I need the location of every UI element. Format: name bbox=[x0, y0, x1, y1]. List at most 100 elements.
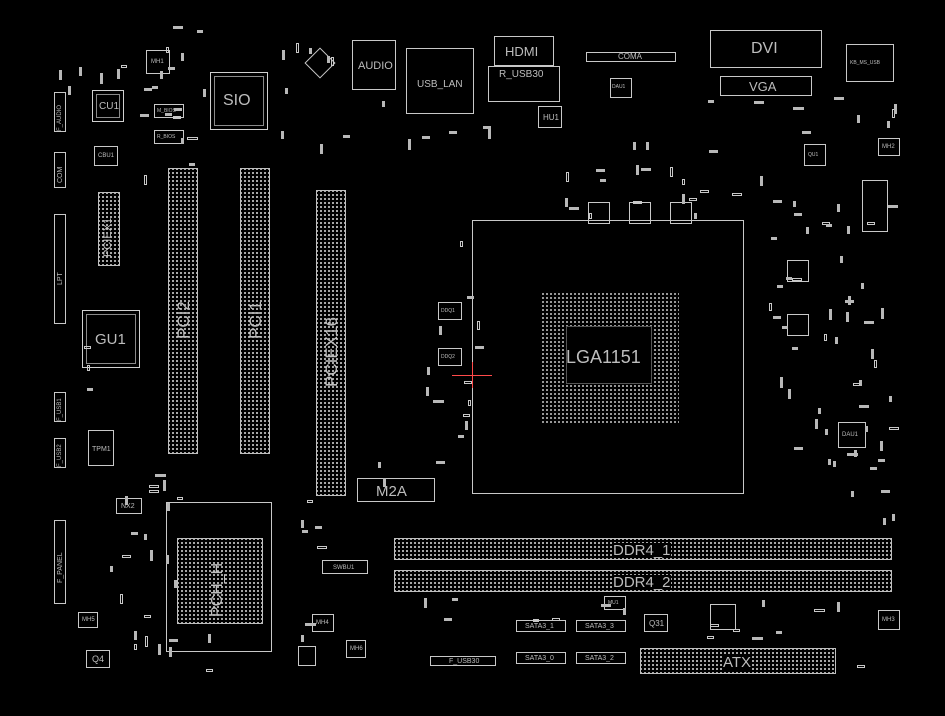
smd-pad bbox=[468, 400, 472, 407]
m-bios-chip[interactable]: M_BIOS bbox=[154, 104, 184, 118]
ddr4-1-slot[interactable]: DDR4_1 bbox=[394, 538, 892, 560]
nx2-chip[interactable]: NX2 bbox=[116, 498, 142, 514]
lga1151-socket-outline[interactable] bbox=[472, 220, 744, 494]
lga1151-label: LGA1151 bbox=[566, 347, 641, 367]
f-usb30-header[interactable]: F_USB30 bbox=[430, 656, 496, 666]
ddr4-1-label: DDR4_1 bbox=[613, 542, 671, 559]
smd-pad bbox=[815, 418, 819, 429]
smd-pad bbox=[632, 141, 636, 150]
pch-chip[interactable]: PCH_H bbox=[177, 538, 263, 624]
smd-pad bbox=[877, 458, 885, 462]
cu1-chip[interactable]: CU1 bbox=[92, 90, 124, 122]
q4-mosfet[interactable]: Q4 bbox=[86, 650, 110, 668]
pciex16-slot[interactable]: PCIEX16 bbox=[316, 190, 346, 496]
pci1-slot[interactable]: PCI1 bbox=[240, 168, 270, 454]
usb-lan-connector[interactable]: USB_LAN bbox=[406, 48, 474, 114]
sata3-2-connector[interactable]: SATA3_2 bbox=[576, 652, 626, 664]
ddr4-2-label: DDR4_2 bbox=[613, 574, 671, 591]
cbu1-chip[interactable]: CBU1 bbox=[94, 146, 118, 166]
hdmi-label: HDMI bbox=[505, 44, 539, 59]
mu1-chip[interactable]: MU1 bbox=[604, 596, 626, 610]
smd-pad bbox=[121, 554, 131, 558]
smd-pad bbox=[477, 320, 481, 330]
vga-connector[interactable]: VGA bbox=[720, 76, 812, 96]
com-header[interactable]: COM bbox=[54, 152, 66, 188]
lpt-header[interactable]: LPT bbox=[54, 214, 66, 324]
r-usb30-connector[interactable]: R_USB30 bbox=[488, 66, 560, 102]
smd-pad bbox=[130, 532, 138, 536]
smd-pad bbox=[595, 169, 605, 173]
sata3-3-connector[interactable]: SATA3_3 bbox=[576, 620, 626, 632]
ddq2-label: DDQ2 bbox=[441, 354, 455, 360]
f-usb2-header[interactable]: F_USB2 bbox=[54, 438, 66, 468]
atx-label: ATX bbox=[723, 654, 752, 671]
r-bios-chip[interactable]: R_BIOS bbox=[154, 130, 184, 144]
pciex16-label: PCIEX16 bbox=[322, 317, 341, 387]
q31-mosfet[interactable]: Q31 bbox=[644, 614, 668, 632]
smd-pad bbox=[681, 194, 685, 204]
sata3-1-connector[interactable]: SATA3_1 bbox=[516, 620, 566, 632]
r-usb30-label: R_USB30 bbox=[499, 69, 544, 80]
m2a-connector[interactable]: M2A bbox=[357, 478, 435, 502]
smd-pad bbox=[689, 197, 698, 201]
ddq1-chip[interactable]: DDQ1 bbox=[438, 302, 462, 320]
smd-pad bbox=[733, 628, 741, 632]
dau1-chip[interactable]: DAU1 bbox=[838, 422, 866, 448]
f-usb1-header[interactable]: F_USB1 bbox=[54, 392, 66, 422]
gu1-chip[interactable]: GU1 bbox=[82, 310, 140, 368]
pciex1-slot[interactable]: PCIEX1 bbox=[98, 192, 120, 266]
qu1-chip[interactable]: QU1 bbox=[804, 144, 826, 166]
f-audio-label: F_AUDIO bbox=[57, 104, 63, 131]
smd-pad bbox=[753, 100, 764, 104]
cpu-fan-header[interactable] bbox=[862, 180, 888, 232]
smd-pad bbox=[172, 116, 181, 120]
mh6-mounting-hole: MH6 bbox=[346, 640, 366, 658]
smd-pad bbox=[314, 525, 322, 529]
smd-pad bbox=[174, 108, 183, 112]
coma-connector[interactable]: COMA bbox=[586, 52, 676, 62]
smd-pad bbox=[133, 643, 137, 650]
hdmi-connector[interactable]: HDMI bbox=[494, 36, 554, 66]
smd-pad bbox=[168, 647, 172, 658]
dvi-connector[interactable]: DVI bbox=[710, 30, 822, 68]
daui-chip[interactable]: DAU1 bbox=[610, 78, 632, 98]
smd-pad bbox=[802, 131, 812, 135]
smd-pad bbox=[149, 490, 160, 494]
mu1-label: MU1 bbox=[608, 600, 619, 606]
smd-pad bbox=[894, 103, 898, 114]
smd-pad bbox=[168, 66, 176, 70]
smd-pad bbox=[134, 630, 138, 640]
smd-pad bbox=[382, 478, 386, 488]
tpm1-header[interactable]: TPM1 bbox=[88, 430, 114, 466]
f-panel-header[interactable]: F_PANEL bbox=[54, 520, 66, 604]
smd-pad bbox=[708, 150, 718, 154]
kb-ms-usb-connector[interactable]: KB_MS_USB bbox=[846, 44, 894, 82]
ddr4-2-slot[interactable]: DDR4_2 bbox=[394, 570, 892, 592]
smd-pad bbox=[330, 57, 334, 67]
smd-pad bbox=[589, 212, 593, 219]
swbu1-chip[interactable]: SWBU1 bbox=[322, 560, 368, 574]
audio-connector[interactable]: AUDIO bbox=[352, 40, 396, 90]
pci2-slot[interactable]: PCI2 bbox=[168, 168, 198, 454]
smd-pad bbox=[300, 519, 304, 528]
cu1-label: CU1 bbox=[99, 101, 120, 112]
smd-pad bbox=[859, 405, 870, 409]
sata3-0-connector[interactable]: SATA3_0 bbox=[516, 652, 566, 664]
smd-pad bbox=[879, 440, 883, 451]
atx-connector[interactable]: ATX bbox=[640, 648, 836, 674]
smd-pad bbox=[670, 166, 674, 177]
smd-pad bbox=[805, 226, 809, 234]
smd-pad bbox=[206, 668, 214, 672]
hu1-chip[interactable]: HU1 bbox=[538, 106, 562, 128]
smd-pad bbox=[832, 461, 836, 468]
ddq2-chip[interactable]: DDQ2 bbox=[438, 348, 462, 366]
f-audio-header[interactable]: F_AUDIO bbox=[54, 92, 66, 132]
smd-pad bbox=[306, 499, 313, 503]
smd-pad bbox=[874, 359, 878, 368]
sio-chip[interactable]: SIO bbox=[210, 72, 268, 130]
smd-pad bbox=[327, 56, 331, 64]
smd-pad bbox=[174, 580, 178, 589]
smd-pad bbox=[309, 47, 313, 54]
smd-pad bbox=[177, 496, 184, 500]
smd-pad bbox=[187, 136, 199, 140]
